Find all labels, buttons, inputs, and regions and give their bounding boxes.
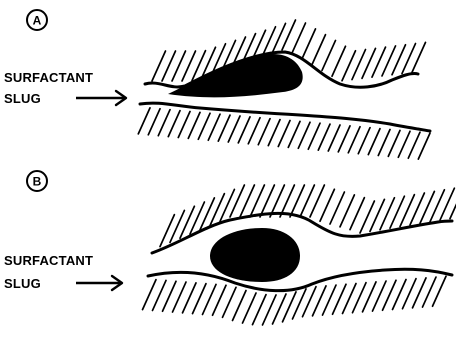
hatch-stroke xyxy=(368,129,380,155)
hatch-stroke xyxy=(233,290,247,320)
hatch-stroke xyxy=(388,130,400,156)
hatch-stroke xyxy=(198,113,210,139)
panel-b: B SURFACTANT SLUG xyxy=(4,171,456,325)
hatch-stroke xyxy=(350,198,364,230)
panel-b-arrow xyxy=(76,276,122,290)
hatch-stroke xyxy=(418,133,430,159)
hatch-stroke xyxy=(340,195,354,227)
panel-a: A SURFACTANT SLUG xyxy=(4,10,430,159)
hatch-stroke xyxy=(170,210,184,242)
panel-b-label-line1: SURFACTANT xyxy=(4,253,93,268)
hatch-stroke xyxy=(268,120,280,146)
hatch-stroke xyxy=(178,112,190,138)
panel-b-badge: B xyxy=(27,171,47,191)
panel-a-badge: A xyxy=(27,10,47,30)
hatch-stroke xyxy=(338,126,350,152)
hatch-stroke xyxy=(282,20,296,50)
panel-b-label-line2: SLUG xyxy=(4,276,41,291)
hatch-stroke xyxy=(158,110,170,136)
hatch-stroke xyxy=(148,109,160,135)
panel-b-upper-wall-hatching xyxy=(160,185,456,247)
hatch-stroke xyxy=(348,127,360,153)
hatch-stroke xyxy=(318,124,330,150)
hatch-stroke xyxy=(248,118,260,144)
hatch-stroke xyxy=(292,23,306,53)
hatch-stroke xyxy=(228,116,240,142)
panel-a-label-line2: SLUG xyxy=(4,91,41,106)
hatch-stroke xyxy=(408,132,420,158)
panel-a-lower-wall-hatching xyxy=(138,108,430,159)
hatch-stroke xyxy=(138,108,150,134)
panel-b-badge-letter: B xyxy=(33,175,42,189)
hatch-stroke xyxy=(322,40,336,70)
panel-b-lower-wall-hatching xyxy=(143,276,447,325)
hatch-stroke xyxy=(358,128,370,154)
hatch-stroke xyxy=(223,287,237,317)
hatch-stroke xyxy=(320,189,334,221)
hatch-stroke xyxy=(328,125,340,151)
hatch-stroke xyxy=(218,115,230,141)
hatch-stroke xyxy=(298,122,310,148)
hatch-stroke xyxy=(220,189,234,221)
hatch-stroke xyxy=(288,121,300,147)
hatch-stroke xyxy=(398,131,410,157)
hatch-stroke xyxy=(160,215,174,247)
hatch-stroke xyxy=(332,46,346,76)
panel-b-surfactant-slug xyxy=(210,228,300,282)
hatch-stroke xyxy=(258,119,270,145)
hatch-stroke xyxy=(308,123,320,149)
panel-a-badge-letter: A xyxy=(33,14,42,28)
hatch-stroke xyxy=(278,121,290,147)
hatch-stroke xyxy=(302,29,316,59)
panel-a-arrow xyxy=(76,91,126,105)
hatch-stroke xyxy=(378,130,390,156)
hatch-stroke xyxy=(272,23,286,53)
hatch-stroke xyxy=(312,35,326,65)
hatch-stroke xyxy=(168,111,180,137)
hatch-stroke xyxy=(208,114,220,140)
hatch-stroke xyxy=(238,117,250,143)
hatch-stroke xyxy=(188,112,200,138)
hatch-stroke xyxy=(330,192,344,224)
panel-a-label-line1: SURFACTANT xyxy=(4,70,93,85)
hatch-stroke xyxy=(243,293,257,323)
